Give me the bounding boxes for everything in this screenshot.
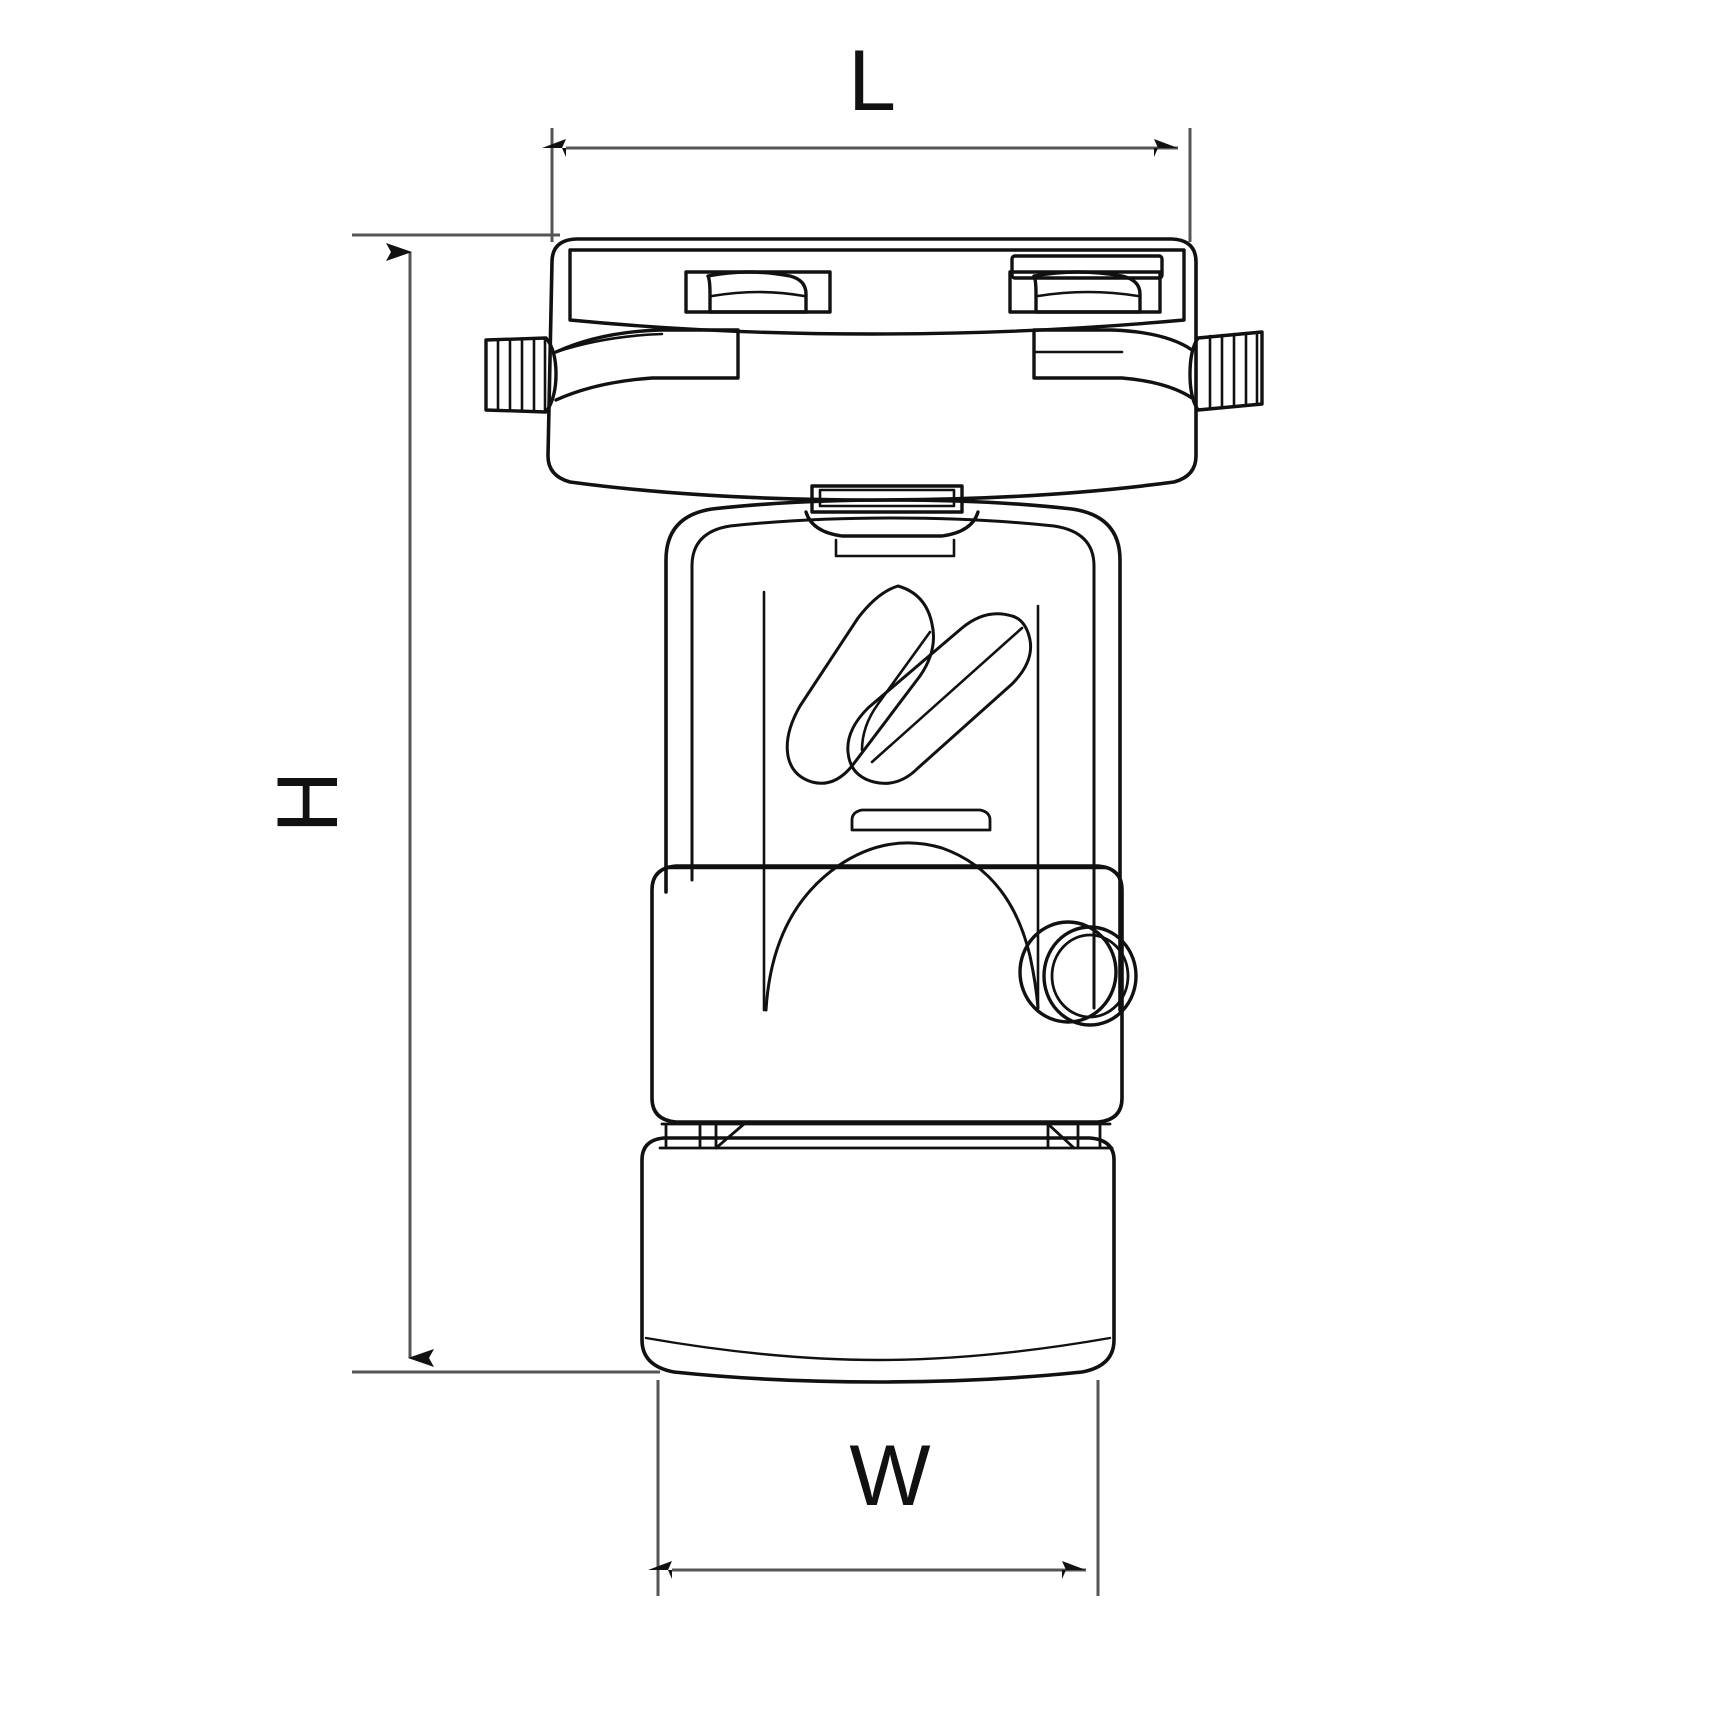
adapter-label-slot [1010, 254, 1164, 280]
contact-pin-left [706, 270, 808, 314]
u-yoke-outer [664, 498, 1122, 1012]
knob-left-body[interactable] [484, 336, 558, 414]
fin-vane-lower-right [846, 612, 1033, 785]
tilt-lock-knob[interactable] [1018, 920, 1138, 1027]
dimension-width-W: W [648, 1380, 1100, 1596]
contact-pin-right [1032, 270, 1142, 314]
reflector-dome-arc [764, 841, 1040, 1012]
contact-block-right [1008, 270, 1162, 314]
dimension-length-L: L [542, 33, 1192, 242]
vent-ring [658, 1122, 1114, 1150]
tilt-knob-inner-ring [1050, 933, 1130, 1019]
track-adapter [484, 237, 1264, 502]
head-cap-lip [834, 538, 956, 558]
dimension-label-h: H [260, 771, 356, 833]
contact-pin-left-highlight [710, 290, 806, 298]
internal-fin-graphic [785, 584, 1033, 785]
fin-vane-upper-left-crease [860, 630, 932, 752]
fin-vane-lower-right-crease [870, 626, 1024, 764]
dimension-height-H: H [260, 233, 660, 1374]
reflector-dome-rim [850, 808, 992, 832]
knurled-locking-knob-left[interactable] [484, 336, 558, 414]
product-outline-group [484, 237, 1264, 1384]
adapter-inner-channel [568, 248, 1186, 336]
lamp-head-assembly [664, 498, 1122, 1012]
shade-cylinder-shell [640, 1136, 1116, 1384]
vent-ring-chamfers [714, 1122, 1076, 1150]
head-pivot-cap [804, 510, 980, 538]
head-body-side-edges [762, 590, 1040, 1012]
knurled-locking-knob-right[interactable] [1188, 330, 1264, 412]
retaining-arm-left [554, 328, 740, 402]
tilt-knob-front-disc[interactable] [1042, 925, 1138, 1027]
tilt-knob-back-disc[interactable] [1018, 920, 1118, 1024]
contact-block-left [684, 270, 832, 314]
anti-glare-shade [640, 1136, 1116, 1384]
knob-right-body[interactable] [1188, 330, 1264, 412]
dimension-label-w: W [849, 1428, 930, 1524]
retaining-arm-right [1032, 328, 1194, 400]
shade-inner-lip-arc [644, 1336, 1112, 1362]
u-yoke-inner [690, 516, 1096, 1010]
driver-body [650, 864, 1138, 1124]
retaining-arm-left-edge [554, 332, 664, 354]
dimension-label-l: L [848, 33, 896, 129]
fin-vane-upper-left [785, 584, 935, 785]
adapter-body-shell [546, 237, 1198, 502]
contact-pin-right-highlight [1036, 290, 1140, 298]
